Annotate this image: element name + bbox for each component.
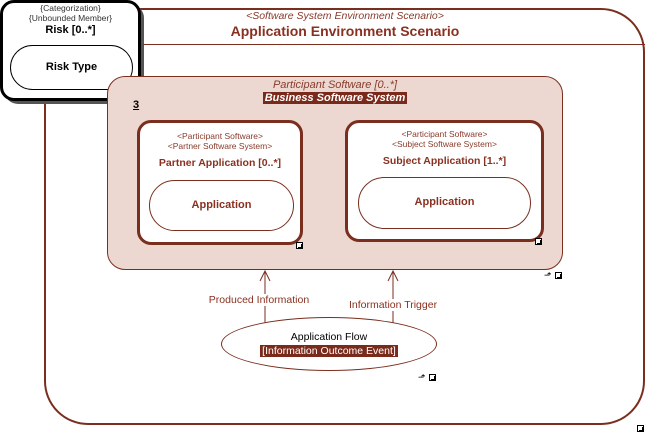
application-flow-node[interactable] <box>221 317 437 371</box>
participant-group-marker: 3 <box>133 99 140 111</box>
scenario-expand-icon[interactable] <box>637 425 644 432</box>
application-flow-subtitle: [Information Outcome Event] <box>260 345 398 357</box>
flow-collapse-up-icon[interactable]: ⬏ <box>418 372 426 382</box>
scenario-title: Application Environment Scenario <box>230 23 460 39</box>
partner-stereotype-partner: <Partner Software System> <box>167 141 273 151</box>
risk-stereotype-categorization: {Categorization} <box>40 3 101 13</box>
partner-title: Partner Application [0..*] <box>158 157 282 169</box>
flow-expand-icon[interactable] <box>429 374 436 381</box>
application-flow-subtitle-wrap: [Information Outcome Event] <box>221 345 437 357</box>
partner-application-label: Application <box>191 199 252 211</box>
produced-information-label: Produced Information <box>200 294 318 306</box>
subject-application-node[interactable] <box>358 177 531 229</box>
participant-group-stereotype: Participant Software [0..*] <box>272 79 398 91</box>
subject-expand-icon[interactable] <box>535 238 542 245</box>
subject-title: Subject Application [1..*] <box>382 155 507 167</box>
participant-group-title-text: Business Software System <box>262 92 408 104</box>
subject-application-label: Application <box>414 196 475 208</box>
partner-application-node[interactable] <box>149 180 294 231</box>
subject-stereotype-participant: <Participant Software> <box>401 129 488 139</box>
risk-title: Risk [0..*] <box>45 24 96 36</box>
risk-stereotype-unbounded: {Unbounded Member} <box>28 13 113 23</box>
scenario-divider <box>143 44 645 45</box>
group-expand-icon[interactable] <box>555 272 562 279</box>
group-collapse-up-icon[interactable]: ⬏ <box>544 270 552 280</box>
information-trigger-label: Information Trigger <box>343 299 443 311</box>
subject-stereotype-subject: <Subject Software System> <box>392 139 497 149</box>
partner-expand-icon[interactable] <box>296 242 303 249</box>
risk-type-label: Risk Type <box>45 61 98 73</box>
application-flow-title: Application Flow <box>290 331 368 343</box>
scenario-stereotype: <Software System Environment Scenario> <box>246 10 444 22</box>
partner-stereotype-participant: <Participant Software> <box>177 131 263 141</box>
participant-group-title: Business Software System <box>107 92 563 104</box>
